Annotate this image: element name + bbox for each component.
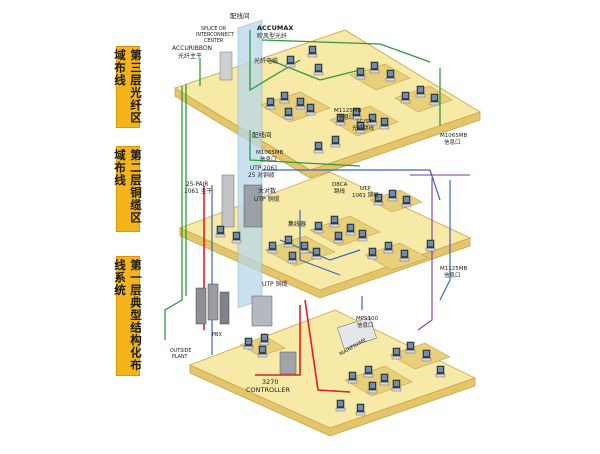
pbx-cabinet-3: [219, 291, 230, 325]
server-rack: [251, 295, 273, 327]
label-d8ca-1: D8CA: [332, 182, 348, 188]
label-splice-3: CENTER: [204, 38, 224, 44]
floor-1: [188, 309, 477, 437]
label-utp1061-1: UTP: [360, 186, 371, 192]
label-pbx: PBX: [212, 332, 222, 338]
label-m1065-mid-2: 信息口: [260, 155, 277, 163]
floor-label-3: 第三层光纤区域布线: [113, 46, 143, 128]
copper-cables: [211, 169, 451, 355]
riser-rack-mid: [243, 184, 263, 228]
label-mps100-1: MPS100: [356, 316, 379, 322]
riser-panel-top: [219, 51, 233, 81]
label-25pair-2: 1061 主干: [184, 187, 212, 195]
label-m1065-top-1: M1065MB: [440, 133, 467, 139]
label-mps100-2: 信息口: [357, 321, 374, 329]
label-distribution-mid: 配线间: [252, 130, 272, 139]
label-controller-1: 3270: [262, 378, 279, 386]
mainframe-unit: [337, 316, 377, 350]
label-m1125-top-2: 信息口: [338, 113, 355, 121]
label-hub: 集线器: [288, 220, 306, 228]
label-m1125-top-1: M1125MB: [334, 108, 361, 114]
label-splice-2: INTERCONNECT: [196, 32, 234, 38]
label-m1125-mid-2: 信息口: [444, 271, 461, 279]
floor-2-desk-clusters: [264, 189, 429, 271]
label-utp2061-1: UTP 2061: [250, 166, 278, 172]
label-m1125-mid-1: M1125MB: [440, 266, 467, 272]
riser-shafts: [219, 19, 263, 309]
label-large-utp-1: 大对数: [258, 187, 276, 195]
label-outside-plant-1: OUTSIDE: [170, 348, 191, 354]
label-large-utp-2: UTP 铜缆: [254, 195, 280, 203]
label-scst-2: 光纤跳线: [352, 124, 375, 132]
fiber-cables: [164, 30, 441, 340]
floor-1-top: [188, 309, 477, 429]
label-25pair-1: 25-PAIR: [186, 182, 208, 188]
label-outside-plant-2: PLANT: [172, 354, 188, 360]
controller-box: [279, 351, 297, 375]
label-utp1061-2: 1061 铜缆: [352, 191, 379, 199]
label-controller-2: CONTROLLER: [246, 386, 290, 394]
label-m1065-mid-1: M1065MB: [256, 150, 283, 156]
label-d8ca-2: 跳线: [334, 187, 346, 195]
label-accumax-1: ACCUMAX: [257, 24, 293, 32]
label-accuribbon-1: ACCURIBBON: [172, 45, 212, 52]
label-utp2061-2: 25 对铜缆: [248, 171, 275, 179]
label-m1065-top-2: 信息口: [444, 138, 461, 146]
pbx-cabinet-2: [207, 283, 219, 321]
purple-cables: [410, 174, 470, 331]
label-splice-1: SPLICE OR: [201, 26, 227, 32]
floor-label-2: 第二层铜缆区域布线: [113, 146, 143, 232]
label-distribution-top: 配线间: [230, 11, 250, 20]
label-utp-copper: UTP 铜缆: [262, 280, 288, 288]
riser-panel-mid: [221, 174, 235, 228]
pbx-cabinet-1: [195, 287, 207, 325]
label-accuribbon-2: 光纤主干: [178, 52, 202, 60]
label-accumax-2: 吹风型光纤: [257, 32, 287, 40]
floor-label-1: 第一层典型结构化布线系统: [113, 256, 143, 376]
label-scst-1: SC/ST: [356, 119, 373, 125]
floor-1-equipment: [195, 283, 377, 375]
label-fiber-cable: 光纤电缆: [254, 57, 278, 65]
diagram-labels: 配线间 SPLICE OR INTERCONNECT CENTER ACCUMA…: [170, 11, 467, 394]
